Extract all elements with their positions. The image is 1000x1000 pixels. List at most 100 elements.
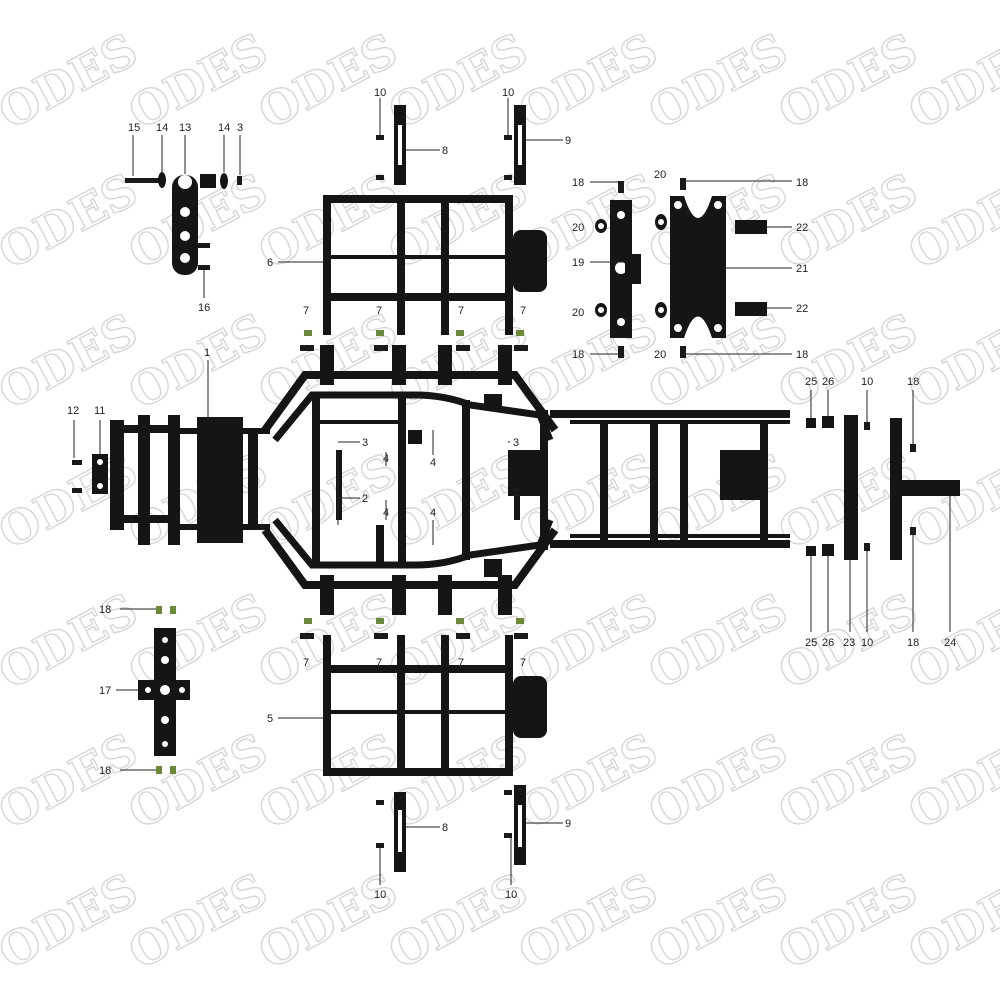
watermark-text: ODES [770, 862, 926, 979]
callout-18: 18 [99, 765, 111, 777]
callout-7: 7 [458, 657, 464, 669]
callout-18: 18 [796, 177, 808, 189]
callout-14: 14 [218, 122, 230, 134]
callout-14: 14 [156, 122, 168, 134]
watermark-text: ODES [250, 22, 406, 139]
watermark-text: ODES [770, 162, 926, 279]
callout-16: 16 [198, 302, 210, 314]
callout-9: 9 [565, 135, 571, 147]
callout-2: 2 [513, 487, 519, 499]
callout-9: 9 [565, 818, 571, 830]
callout-7: 7 [520, 657, 526, 669]
bracket-11 [72, 454, 108, 494]
callout-10: 10 [861, 376, 873, 388]
callout-11: 11 [94, 405, 105, 417]
watermark-text: ODES [510, 22, 666, 139]
watermark-text: ODES [900, 22, 1000, 139]
callout-21: 21 [796, 263, 808, 275]
watermark-text: ODES [380, 862, 536, 979]
watermark-text: ODES [0, 302, 146, 419]
callout-13: 13 [179, 122, 191, 134]
callout-7: 7 [303, 305, 309, 317]
watermark-text: ODES [120, 302, 276, 419]
callout-4: 4 [383, 507, 389, 519]
watermark-text: ODES [900, 862, 1000, 979]
callout-18: 18 [796, 349, 808, 361]
watermark-text: ODES [0, 862, 146, 979]
callout-10: 10 [502, 87, 514, 99]
callout-8: 8 [442, 822, 448, 834]
callout-8: 8 [442, 145, 448, 157]
callout-4: 4 [430, 457, 436, 469]
watermark-text: ODES [770, 22, 926, 139]
callout-3: 3 [362, 437, 368, 449]
watermark-text: ODES [120, 862, 276, 979]
callout-7: 7 [376, 657, 382, 669]
plate-19 [595, 181, 641, 358]
watermark-text: ODES [0, 582, 146, 699]
callout-18: 18 [907, 637, 919, 649]
callout-10: 10 [374, 889, 386, 901]
callout-10: 10 [505, 889, 517, 901]
callout-18: 18 [572, 177, 584, 189]
callout-18: 18 [99, 604, 111, 616]
bracket-9-bottom [504, 785, 526, 865]
callout-10: 10 [374, 87, 386, 99]
bracket-8-top [376, 105, 406, 185]
callout-5: 5 [267, 713, 273, 725]
callout-17: 17 [99, 685, 111, 697]
callout-22: 22 [796, 222, 808, 234]
callout-20: 20 [572, 222, 584, 234]
callout-25: 25 [805, 376, 817, 388]
callout-10: 10 [861, 637, 873, 649]
callout-4: 4 [383, 453, 389, 465]
rack-6 [323, 195, 547, 335]
watermark-text: ODES [510, 862, 666, 979]
bracket-17 [138, 606, 190, 774]
callout-22: 22 [796, 303, 808, 315]
callout-3: 3 [237, 122, 243, 134]
callout-26: 26 [822, 637, 834, 649]
main-frame-1 [110, 345, 790, 615]
rack-5 [323, 635, 547, 776]
bracket-9-top [504, 105, 526, 185]
watermark-text: ODES [250, 862, 406, 979]
callout-4: 4 [430, 507, 436, 519]
watermark-text: ODES [120, 22, 276, 139]
watermark-text: ODES [0, 22, 146, 139]
callout-18: 18 [572, 349, 584, 361]
callout-15: 15 [128, 122, 140, 134]
bolts-7-bottom [300, 618, 528, 639]
watermark-text: ODES [770, 302, 926, 419]
watermark-text: ODES [640, 722, 796, 839]
callout-7: 7 [458, 305, 464, 317]
callout-23: 23 [843, 637, 855, 649]
callout-25: 25 [805, 637, 817, 649]
watermark-text: ODES [770, 722, 926, 839]
watermark-text: ODES [640, 582, 796, 699]
watermark-text: ODES [900, 722, 1000, 839]
callout-labels: 15 14 13 14 3 16 10 8 10 9 6 7 7 7 7 18 … [67, 87, 956, 901]
callout-26: 26 [822, 376, 834, 388]
watermark-text: ODES [120, 722, 276, 839]
bolts-7-top [300, 330, 528, 351]
watermark-text: ODES [900, 162, 1000, 279]
watermark-text: ODES [510, 722, 666, 839]
callout-3: 3 [513, 437, 519, 449]
callout-6: 6 [267, 257, 273, 269]
plate-21 [655, 178, 767, 358]
watermark-text: ODES [0, 722, 146, 839]
callout-7: 7 [376, 305, 382, 317]
callout-18: 18 [907, 376, 919, 388]
watermark-text: ODES [0, 162, 146, 279]
rear-parts [806, 415, 960, 560]
callout-1: 1 [204, 347, 210, 359]
callout-7: 7 [303, 657, 309, 669]
callout-2: 2 [362, 493, 368, 505]
callout-12: 12 [67, 405, 79, 417]
bracket-13-assembly [125, 172, 242, 275]
watermark-text: ODES [900, 302, 1000, 419]
watermark-text: ODES [640, 22, 796, 139]
